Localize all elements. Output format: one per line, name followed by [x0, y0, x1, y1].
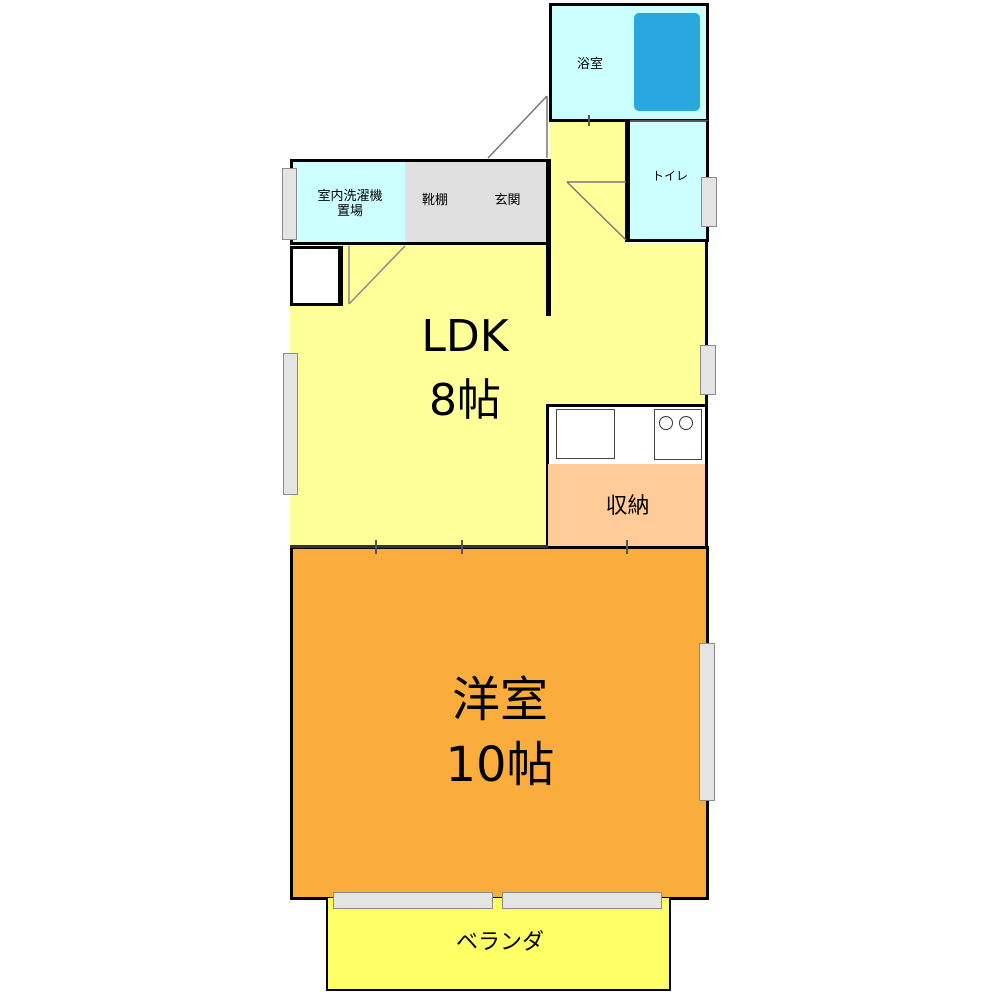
door-tick [588, 115, 590, 126]
entrance-label: 玄関 [494, 192, 521, 208]
veranda [326, 898, 671, 991]
storage-label: 収納 [605, 494, 650, 520]
door-tick [626, 540, 628, 554]
toilet [626, 120, 709, 242]
storage [546, 464, 708, 548]
wall-hallway-toilet [625, 120, 630, 242]
window-veranda-right [502, 892, 662, 909]
veranda-label: ベランダ [455, 930, 544, 956]
western-room-size: 10帖 [445, 737, 555, 794]
bathroom-label: 浴室 [576, 56, 603, 72]
entrance [464, 159, 551, 245]
door-tick [375, 540, 377, 554]
fridge-space [290, 246, 343, 306]
bathtub [634, 13, 700, 111]
window-veranda-left [333, 892, 493, 909]
window-western-right [699, 643, 715, 801]
door-tick [461, 540, 463, 554]
window-toilet [701, 177, 717, 227]
shoe-cabinet [405, 159, 465, 245]
shoe-cabinet-label: 靴棚 [421, 192, 448, 208]
sink-icon [556, 409, 615, 459]
burner-icon [659, 416, 673, 430]
ldk-size: 8帖 [429, 374, 501, 426]
window-ldk-left [283, 353, 298, 495]
window-ldk-right [700, 345, 716, 395]
wall-entrance-right [546, 159, 551, 316]
laundry-label: 室内洗濯機 置場 [317, 189, 383, 219]
ldk-label: LDK [421, 310, 509, 362]
burner-icon [679, 416, 693, 430]
western-room-label: 洋室 [451, 672, 548, 729]
wall-ldk-bottom [290, 545, 548, 548]
window-laundry [282, 168, 297, 240]
toilet-label: トイレ [651, 169, 688, 184]
